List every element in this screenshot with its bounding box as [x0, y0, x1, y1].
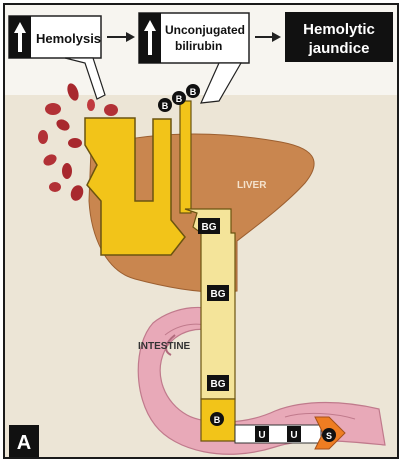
bilirubin-inflow-tube	[180, 101, 191, 213]
urobilinogen-tube	[235, 425, 321, 443]
jaundice-label: jaundice	[308, 40, 370, 57]
hemolysis-label: Hemolysis	[36, 31, 101, 46]
svg-text:BG: BG	[202, 222, 217, 233]
svg-text:BG: BG	[211, 379, 226, 390]
stercobilin-marker: S	[322, 428, 336, 442]
hemolytic-jaundice-diagram: Hemolysis Unconjugated bilirubin Hemolyt…	[5, 5, 399, 459]
svg-text:B: B	[214, 415, 221, 425]
hemolytic-label: Hemolytic	[303, 21, 375, 38]
hemolytic-jaundice-box: Hemolytic jaundice	[285, 12, 393, 62]
svg-text:B: B	[176, 94, 183, 104]
panel-letter: A	[17, 432, 31, 454]
unconjugated-label: Unconjugated	[165, 23, 245, 37]
svg-text:B: B	[190, 87, 197, 97]
bg-marker: BG	[207, 285, 229, 301]
figure-frame: Hemolysis Unconjugated bilirubin Hemolyt…	[3, 3, 399, 459]
liver-label: LIVER	[237, 180, 267, 191]
svg-text:S: S	[326, 431, 332, 441]
urobilinogen-marker: U	[255, 426, 269, 442]
unconjugated-bilirubin-box: Unconjugated bilirubin	[139, 13, 249, 63]
panel-letter-box: A	[9, 425, 39, 457]
urobilinogen-marker: U	[287, 426, 301, 442]
bilirubin-marker: B	[210, 412, 224, 426]
svg-text:U: U	[258, 430, 265, 441]
svg-text:B: B	[162, 101, 169, 111]
bg-marker: BG	[207, 375, 229, 391]
intestine-label: INTESTINE	[138, 341, 191, 352]
hemolysis-box: Hemolysis	[9, 16, 101, 58]
svg-text:BG: BG	[211, 289, 226, 300]
bg-marker: BG	[198, 218, 220, 234]
bilirubin-label: bilirubin	[175, 39, 222, 53]
svg-text:U: U	[290, 430, 297, 441]
